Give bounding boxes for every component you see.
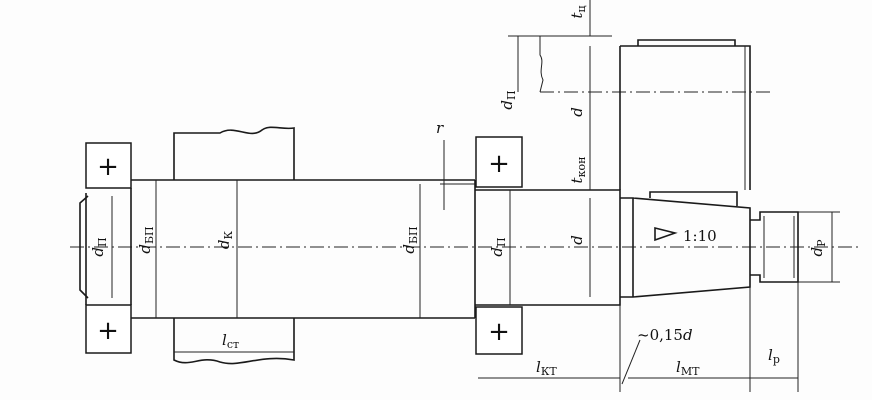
left-bearing-top-symbol: + — [97, 152, 119, 182]
top-part-key — [637, 39, 736, 46]
shaft-body — [131, 179, 476, 319]
right-bearing-bottom-box — [475, 306, 523, 355]
threaded-end — [750, 211, 799, 283]
left-bearing-top-box — [85, 142, 132, 189]
label-tkon: tкон — [568, 157, 588, 184]
top-part-outline — [620, 45, 751, 190]
svg-text:dП: dП — [498, 90, 518, 109]
label-dp-top: dП — [498, 90, 518, 109]
svg-text:dБП: dБП — [136, 226, 156, 253]
right-bearing-top-symbol: + — [488, 149, 510, 179]
left-bearing-sides — [85, 188, 132, 305]
top-part-break — [508, 35, 612, 93]
svg-text:tкон: tкон — [568, 157, 588, 184]
label-lst: lст — [222, 331, 239, 351]
offset-note: ~0,15d — [637, 326, 693, 344]
label-dbp-right: dБП — [400, 226, 420, 253]
taper-key — [649, 191, 738, 206]
svg-text:dП: dП — [488, 237, 508, 256]
label-lkt: lКТ — [536, 358, 557, 378]
left-shaft-end — [79, 195, 89, 299]
offset-leader — [621, 339, 641, 385]
label-dbp-left: dБП — [136, 226, 156, 253]
label-lr: lр — [768, 346, 780, 366]
label-d-mid: d — [568, 235, 586, 245]
svg-text:d: d — [568, 235, 586, 245]
svg-text:dК: dК — [215, 230, 235, 249]
hub-bottom — [173, 318, 295, 365]
left-bearing-bottom-symbol: + — [97, 316, 119, 346]
taper-ratio: 1:10 — [683, 227, 717, 245]
right-bearing-top-box — [475, 136, 523, 188]
hub-top — [173, 126, 295, 180]
left-bearing-bottom-box — [85, 304, 132, 354]
right-bearing-bottom-symbol: + — [488, 317, 510, 347]
label-lmt: lМТ — [676, 358, 700, 378]
svg-text:tц: tц — [568, 5, 588, 18]
svg-text:dБП: dБП — [400, 226, 420, 253]
right-journal — [475, 189, 621, 306]
label-dp-right: dП — [488, 237, 508, 256]
taper-symbol — [654, 226, 678, 242]
label-r: r — [436, 119, 444, 137]
label-dk: dК — [215, 230, 235, 249]
svg-text:dП: dП — [89, 237, 109, 256]
thread-lines — [763, 216, 795, 278]
label-d-top: d — [568, 107, 586, 117]
label-dr: dР — [808, 239, 828, 257]
extension-lines — [619, 282, 799, 392]
label-tc: tц — [568, 5, 588, 18]
svg-text:dР: dР — [808, 239, 828, 257]
svg-text:d: d — [568, 107, 586, 117]
taper-section — [620, 197, 751, 298]
label-dp-left: dП — [89, 237, 109, 256]
